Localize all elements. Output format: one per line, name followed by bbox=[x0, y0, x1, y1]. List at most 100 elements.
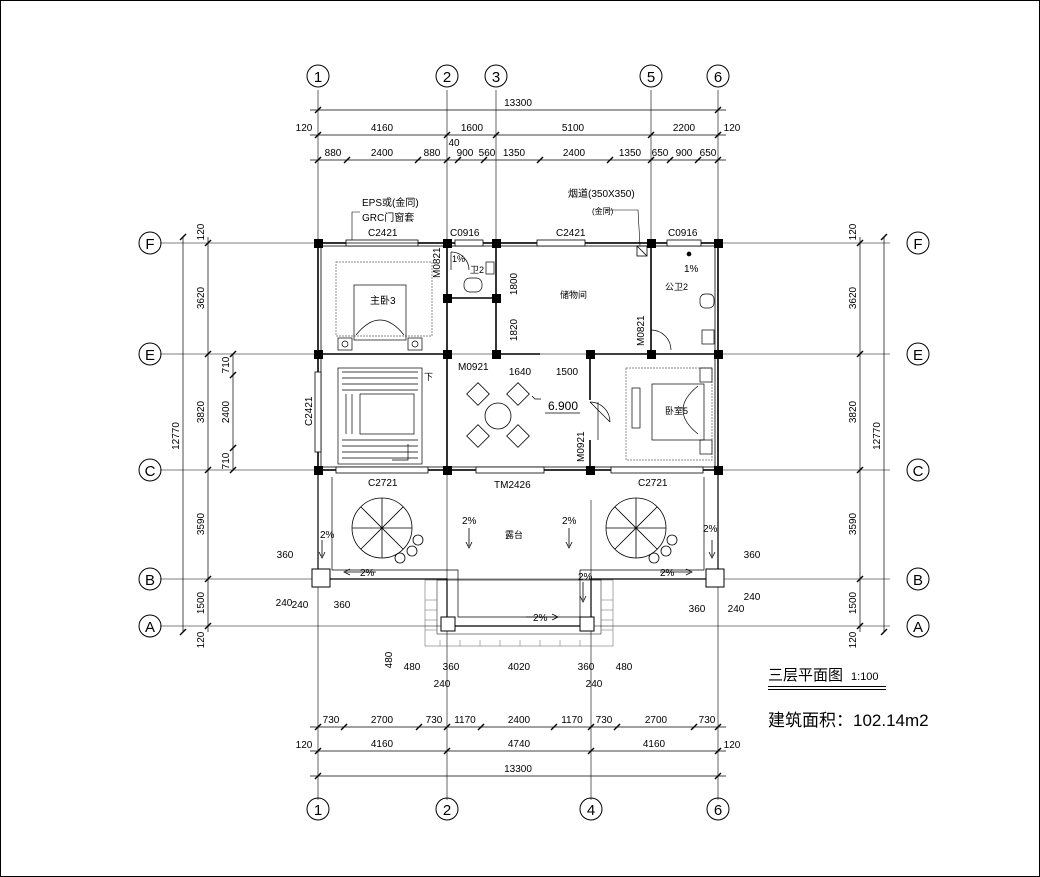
dim-right-240-b: 240 bbox=[744, 592, 761, 603]
dining-set bbox=[466, 382, 530, 448]
doors bbox=[450, 251, 672, 440]
dim-right-240-a: 240 bbox=[728, 604, 745, 615]
dim-top-sub-8: 2400 bbox=[563, 148, 586, 159]
axis-bottom-6: 6 bbox=[714, 802, 722, 819]
dim-bottom-sub-7: 730 bbox=[596, 715, 613, 726]
building-area: 建筑面积：102.14m2 bbox=[768, 706, 929, 731]
stair-down-label: 下 bbox=[424, 372, 433, 382]
axis-right-a: A bbox=[913, 619, 923, 636]
dim-front-360-left: 360 bbox=[443, 662, 460, 673]
dim-bottom-sub-2: 2700 bbox=[371, 715, 394, 726]
bottom-dimensions bbox=[310, 723, 726, 780]
dim-top-sub-7: 1350 bbox=[503, 148, 526, 159]
dim-right-360-b: 360 bbox=[744, 550, 761, 561]
dim-right-3590: 3590 bbox=[848, 512, 859, 535]
dim-top-bay-3: 5100 bbox=[562, 123, 585, 134]
dim-bottom-sub-6: 1170 bbox=[561, 715, 583, 726]
dim-top-sub-4: 40 bbox=[448, 138, 460, 149]
dim-top-sub-11: 900 bbox=[676, 148, 693, 159]
axis-top-1: 1 bbox=[314, 69, 322, 86]
grc-note: GRC门窗套 bbox=[362, 211, 414, 224]
dim-left-3620: 3620 bbox=[196, 286, 207, 309]
dim-left-240-b: 240 bbox=[292, 600, 309, 611]
slope-public-bath: 1% bbox=[684, 264, 699, 275]
room-public-bath: 公卫2 bbox=[665, 282, 688, 292]
dim-top-sub-1: 880 bbox=[325, 148, 342, 159]
dim-right-120-top: 120 bbox=[848, 223, 859, 240]
dim-bottom-bay-2: 4740 bbox=[508, 739, 531, 750]
dim-front-480-left: 480 bbox=[404, 662, 421, 673]
axis-left-c: C bbox=[145, 463, 156, 480]
room-bedroom-5: 卧室5 bbox=[665, 405, 688, 416]
axis-bubbles-right: F E C B A bbox=[906, 231, 930, 638]
chimney bbox=[636, 245, 648, 257]
slope-left-edge: 2% bbox=[360, 568, 375, 579]
dim-left-710-bottom: 710 bbox=[221, 452, 232, 469]
front-bay-border bbox=[424, 579, 614, 647]
axis-right-e: E bbox=[913, 347, 923, 364]
axis-bottom-2: 2 bbox=[443, 802, 451, 819]
axis-left-e: E bbox=[145, 347, 155, 364]
axis-top-6: 6 bbox=[714, 69, 722, 86]
drawing-title-text: 三层平面图 bbox=[768, 667, 844, 684]
slope-right-edge: 2% bbox=[660, 568, 675, 579]
dim-bottom-sub-4: 1170 bbox=[454, 715, 476, 726]
dim-left-360-a: 360 bbox=[277, 550, 294, 561]
dim-left-3820: 3820 bbox=[196, 400, 207, 423]
dim-right-3620: 3620 bbox=[848, 286, 859, 309]
columns bbox=[314, 239, 723, 475]
dim-dining-1640: 1640 bbox=[509, 367, 532, 378]
dim-bottom-total: 13300 bbox=[504, 764, 532, 775]
slope-front-edge: 2% bbox=[533, 613, 548, 624]
dim-bottom-sub-8: 2700 bbox=[645, 715, 668, 726]
room-master-bed: 主卧3 bbox=[370, 294, 396, 307]
slope-front-side: 2% bbox=[578, 572, 593, 583]
slope-left-gutter: 2% bbox=[320, 530, 335, 541]
dim-top-edge-left: 120 bbox=[296, 123, 313, 134]
chimney-note: 烟道(350X350) bbox=[568, 187, 635, 200]
dim-top-sub-5: 900 bbox=[457, 148, 474, 159]
axis-left-a: A bbox=[145, 619, 155, 636]
master-bed bbox=[335, 261, 433, 351]
dim-right-120-bottom: 120 bbox=[848, 631, 859, 648]
stair bbox=[337, 367, 423, 465]
axis-right-b: B bbox=[913, 572, 923, 589]
grid-lines bbox=[160, 90, 890, 800]
slope-bath-2: 1% bbox=[452, 254, 465, 264]
window-c2421-stair: C2421 bbox=[304, 396, 315, 426]
dim-left-710-top: 710 bbox=[221, 356, 232, 373]
dim-left-120-top: 120 bbox=[196, 223, 207, 240]
dim-front-480-v: 480 bbox=[384, 651, 395, 668]
axis-left-f: F bbox=[145, 236, 154, 253]
public-bath-fixtures bbox=[686, 251, 715, 345]
axis-top-2: 2 bbox=[443, 69, 451, 86]
slope-right-gutter: 2% bbox=[703, 524, 718, 535]
dim-front-480-right: 480 bbox=[616, 662, 633, 673]
axis-bubbles-bottom: 1 2 4 6 bbox=[306, 797, 730, 821]
dim-left-360-b: 360 bbox=[334, 600, 351, 611]
bath-2-fixtures bbox=[463, 261, 495, 293]
axis-top-3: 3 bbox=[492, 69, 500, 86]
top-dimensions bbox=[310, 106, 726, 164]
dim-left-3590: 3590 bbox=[196, 512, 207, 535]
bedroom-5-bed bbox=[625, 367, 713, 461]
dim-bottom-edge-left: 120 bbox=[296, 740, 313, 751]
dim-front-360-right: 360 bbox=[578, 662, 595, 673]
dim-front-4020: 4020 bbox=[508, 662, 531, 673]
window-c2721-right: C2721 bbox=[638, 478, 668, 489]
note-leaders bbox=[351, 209, 641, 247]
door-m0921-bedroom: M0921 bbox=[576, 431, 587, 462]
dim-storage-1800: 1800 bbox=[509, 272, 520, 295]
dim-bottom-sub-1: 730 bbox=[323, 715, 340, 726]
drawing-scale: 1:100 bbox=[851, 671, 879, 683]
dim-top-bay-1: 4160 bbox=[371, 123, 394, 134]
axis-top-5: 5 bbox=[647, 69, 655, 86]
axis-bottom-1: 1 bbox=[314, 802, 322, 819]
dim-dining-1500: 1500 bbox=[556, 367, 579, 378]
axis-bubbles-left: F E C B A bbox=[138, 231, 162, 638]
dim-right-360-a: 360 bbox=[689, 604, 706, 615]
dim-top-sub-9: 1350 bbox=[619, 148, 642, 159]
dim-top-sub-6: 560 bbox=[479, 148, 496, 159]
axis-bottom-4: 4 bbox=[587, 802, 595, 819]
